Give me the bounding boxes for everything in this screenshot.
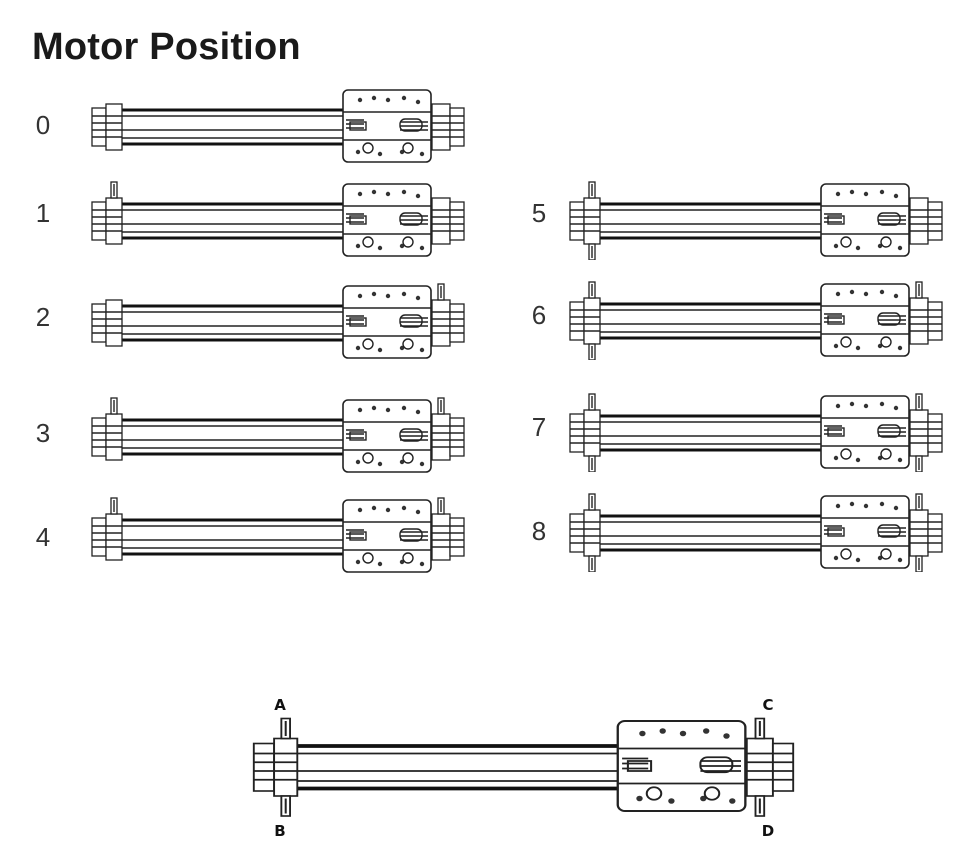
position-label-0: 0 xyxy=(35,110,51,140)
slider-rail xyxy=(294,744,618,791)
carriage-plate xyxy=(820,183,910,257)
motor-mount-c xyxy=(437,397,445,415)
slider-rail xyxy=(120,418,343,456)
motor-mount-d xyxy=(915,555,923,572)
motor-mount-b xyxy=(588,243,596,260)
motor-mount-d xyxy=(754,795,766,817)
left-end-cap xyxy=(569,297,601,345)
motor-mount-c xyxy=(915,493,923,511)
carriage-plate xyxy=(342,499,432,573)
motor-mount-c xyxy=(915,281,923,299)
motor-mount-d xyxy=(915,455,923,472)
slider-rail xyxy=(120,304,343,342)
motor-mount-a xyxy=(588,393,596,411)
position-label-6: 6 xyxy=(531,300,547,330)
left-end-cap xyxy=(569,409,601,457)
carriage-plate xyxy=(342,89,432,163)
left-end-cap xyxy=(91,197,123,245)
left-end-cap xyxy=(91,103,123,151)
right-end-cap xyxy=(909,409,943,457)
motor-mount-a xyxy=(110,397,118,415)
slider-rail xyxy=(120,518,343,556)
right-end-cap xyxy=(431,513,465,561)
motor-mount-b xyxy=(588,555,596,572)
slider-diagram-2 xyxy=(91,283,465,359)
position-label-1: 1 xyxy=(35,198,51,228)
position-label-2: 2 xyxy=(35,302,51,332)
right-end-cap xyxy=(909,509,943,557)
motor-mount-a xyxy=(588,181,596,199)
left-end-cap xyxy=(252,737,299,797)
right-end-cap xyxy=(909,297,943,345)
slider-rail xyxy=(598,302,821,340)
left-end-cap xyxy=(569,197,601,245)
right-end-cap xyxy=(909,197,943,245)
right-end-cap xyxy=(431,197,465,245)
carriage-plate xyxy=(820,495,910,569)
slider-diagram-4 xyxy=(91,497,465,573)
left-end-cap xyxy=(91,413,123,461)
right-end-cap xyxy=(431,103,465,151)
motor-mount-c xyxy=(754,717,766,740)
carriage-plate xyxy=(616,720,747,812)
slider-rail xyxy=(120,108,343,146)
position-label-3: 3 xyxy=(35,418,51,448)
corner-label-a: A xyxy=(274,696,286,714)
corner-label-b: B xyxy=(274,822,285,840)
slider-diagram-7 xyxy=(569,393,943,472)
corner-label-c: C xyxy=(762,696,773,714)
motor-mount-c xyxy=(915,393,923,411)
carriage-plate xyxy=(342,285,432,359)
motor-mount-a xyxy=(588,493,596,511)
carriage-plate xyxy=(342,399,432,473)
carriage-plate xyxy=(342,183,432,257)
left-end-cap xyxy=(91,299,123,347)
motor-mount-b xyxy=(588,343,596,360)
slider-rail xyxy=(120,202,343,240)
slider-diagram-8 xyxy=(569,493,943,572)
slider-diagram-1 xyxy=(91,181,465,257)
carriage-plate xyxy=(820,283,910,357)
carriage-plate xyxy=(820,395,910,469)
slider-rail xyxy=(598,202,821,240)
right-end-cap xyxy=(745,737,795,797)
slider-rail xyxy=(598,414,821,452)
position-label-7: 7 xyxy=(531,412,547,442)
motor-mount-a xyxy=(110,497,118,515)
motor-mount-a xyxy=(588,281,596,299)
slider-diagram-0 xyxy=(91,89,465,163)
motor-mount-b xyxy=(588,455,596,472)
corner-label-d: D xyxy=(762,822,774,840)
motor-mount-b xyxy=(280,795,291,817)
left-end-cap xyxy=(91,513,123,561)
motor-mount-a xyxy=(110,181,118,199)
slider-rail xyxy=(598,514,821,552)
motor-mount-c xyxy=(437,497,445,515)
motor-mount-a xyxy=(280,717,291,740)
left-end-cap xyxy=(569,509,601,557)
position-label-4: 4 xyxy=(35,522,51,552)
right-end-cap xyxy=(431,299,465,347)
motor-mount-c xyxy=(437,283,445,301)
reference-slider-diagram: A B C D xyxy=(252,696,795,840)
slider-diagram-3 xyxy=(91,397,465,473)
slider-diagram-5 xyxy=(569,181,943,260)
position-label-8: 8 xyxy=(531,516,547,546)
slider-diagram-6 xyxy=(569,281,943,360)
right-end-cap xyxy=(431,413,465,461)
page-title: Motor Position xyxy=(32,26,301,68)
position-label-5: 5 xyxy=(531,198,547,228)
